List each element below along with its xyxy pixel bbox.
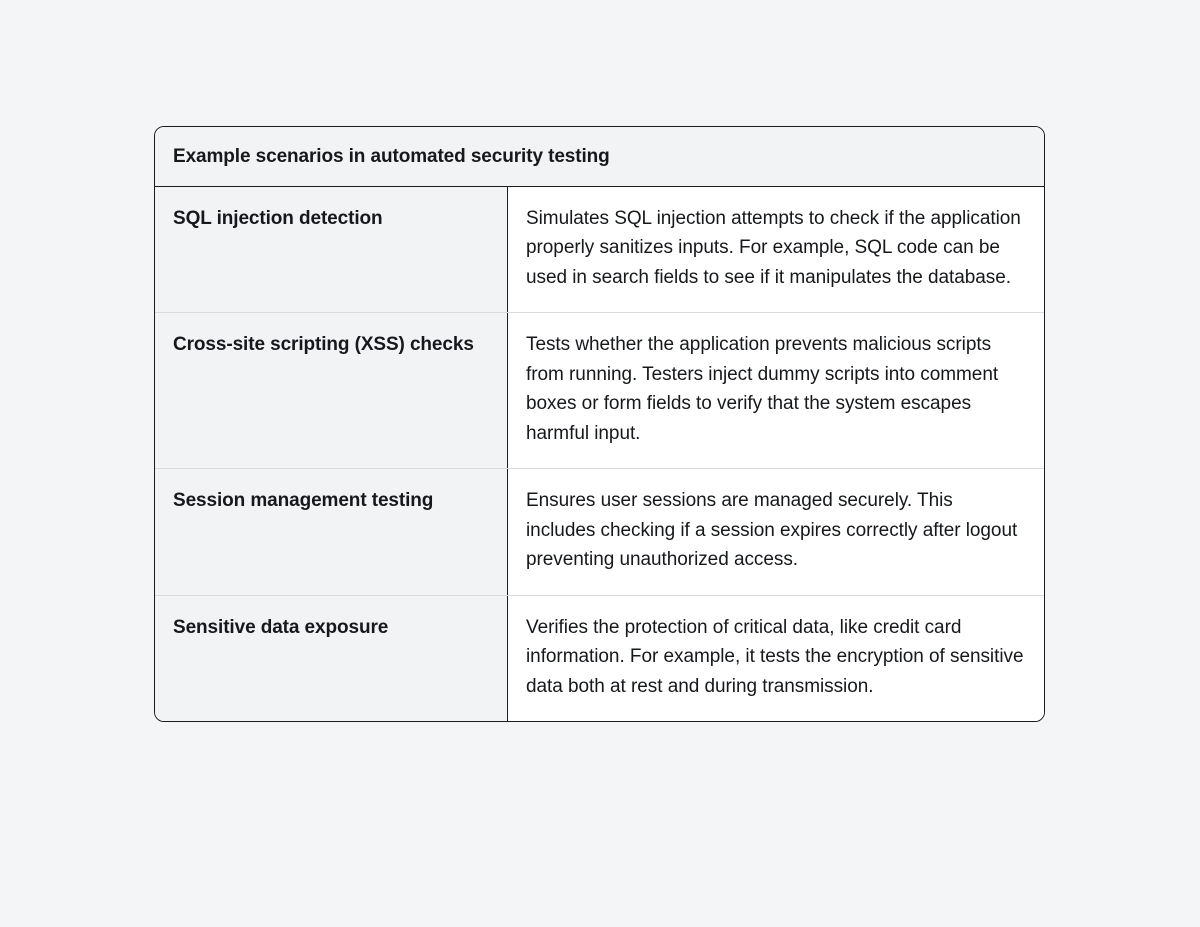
scenario-name-cell: Session management testing [155,469,508,595]
table-row: Sensitive data exposure Verifies the pro… [155,595,1044,722]
scenario-name-text: SQL injection detection [173,207,383,229]
scenario-description-text: Verifies the protection of critical data… [526,616,1024,697]
scenario-description-text: Simulates SQL injection attempts to chec… [526,207,1021,288]
table-row: SQL injection detection Simulates SQL in… [155,186,1044,314]
scenario-description-cell: Simulates SQL injection attempts to chec… [508,186,1044,313]
scenario-description-text: Ensures user sessions are managed secure… [526,490,1018,571]
scenario-description-cell: Tests whether the application prevents m… [508,313,1044,469]
scenario-name-cell: SQL injection detection [155,186,508,313]
scenario-name-text: Sensitive data exposure [173,616,389,638]
scenario-description-cell: Ensures user sessions are managed secure… [508,469,1044,595]
scenario-name-cell: Sensitive data exposure [155,595,508,722]
scenario-description-text: Tests whether the application prevents m… [526,334,999,444]
table-header-row: Example scenarios in automated security … [155,127,1044,187]
table-row: Cross-site scripting (XSS) checks Tests … [155,313,1044,470]
table-title: Example scenarios in automated security … [173,146,610,167]
scenario-name-text: Session management testing [173,490,434,512]
scenarios-table: Example scenarios in automated security … [154,126,1045,723]
scenario-name-cell: Cross-site scripting (XSS) checks [155,313,508,469]
scenario-description-cell: Verifies the protection of critical data… [508,595,1044,722]
table-row: Session management testing Ensures user … [155,469,1044,596]
scenario-name-text: Cross-site scripting (XSS) checks [173,334,474,356]
